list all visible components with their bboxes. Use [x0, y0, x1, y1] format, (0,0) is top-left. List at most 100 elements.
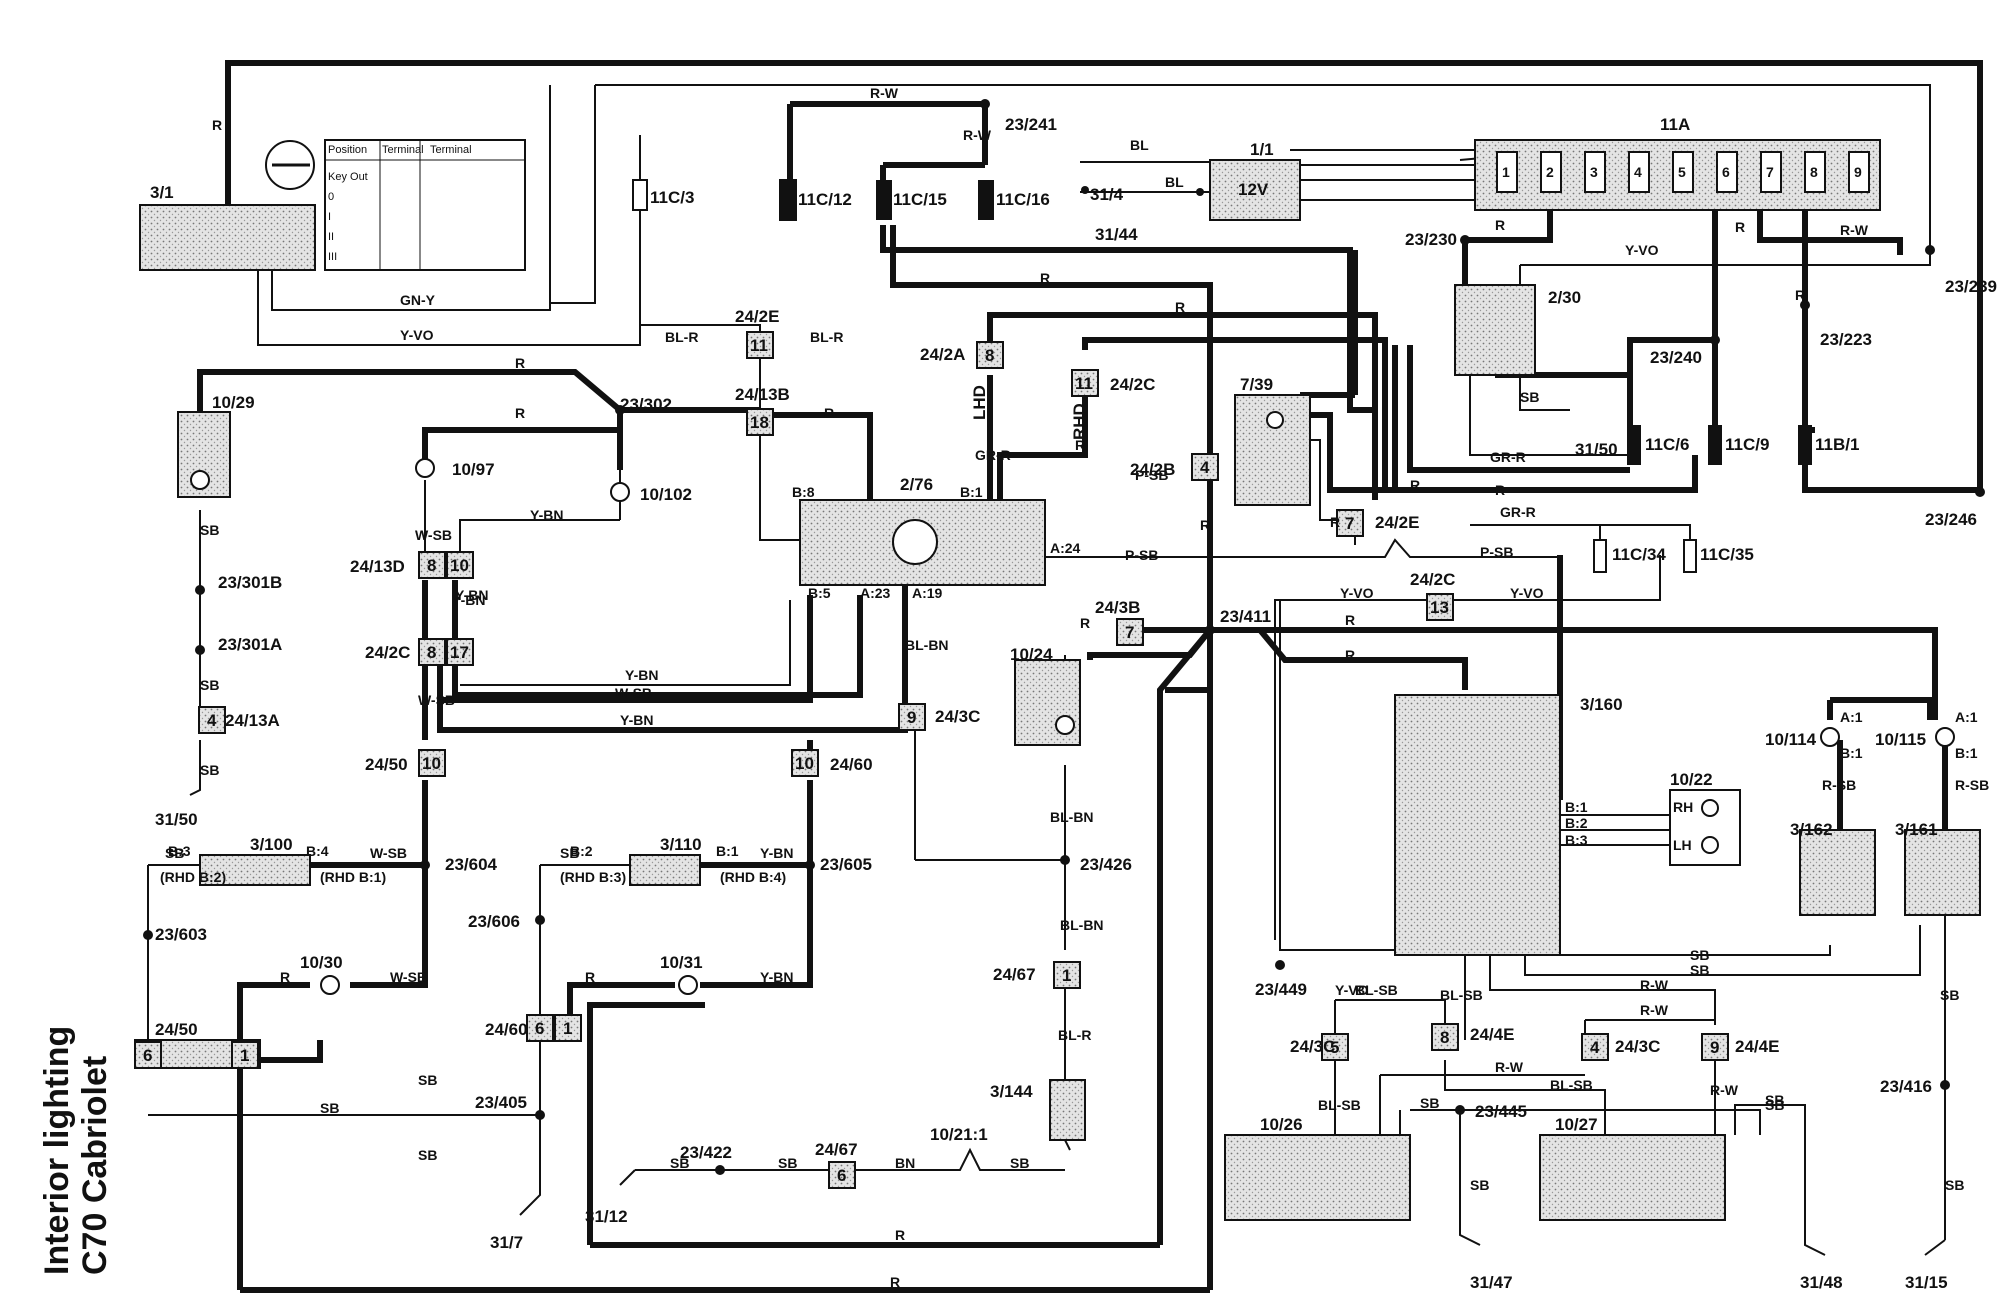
wire-color-label: R — [1495, 217, 1505, 233]
component-label: 23/604 — [445, 855, 498, 874]
wire-color-label: BN — [895, 1155, 915, 1171]
lamp-10-26 — [1224, 1134, 1411, 1221]
wire-color-label: R-W — [1495, 1059, 1524, 1075]
wire-color-label: Y-VO — [1625, 242, 1659, 258]
pin-label: B:1 — [1955, 745, 1978, 761]
pin-label: A:23 — [860, 585, 891, 601]
component-label: 23/449 — [1255, 980, 1307, 999]
wire-color-label: R — [1345, 612, 1355, 628]
component-label: 11C/12 — [798, 190, 852, 209]
component-label: 11C/35 — [1700, 545, 1754, 564]
wire-color-label: SB — [1420, 1095, 1439, 1111]
component-label: 24/67 — [993, 965, 1036, 984]
component-label: 24/2B — [1130, 460, 1175, 479]
component-label: 10/22 — [1670, 770, 1713, 789]
lamp-10-115-icon — [1935, 727, 1955, 747]
component-label: 24/13D — [350, 557, 405, 576]
connector-number: 10 — [795, 754, 814, 773]
wire-color-label: SB — [200, 522, 219, 538]
component-label: 23/606 — [468, 912, 520, 931]
component-label: 24/2E — [1375, 513, 1419, 532]
fuse-number-9: 9 — [1854, 164, 1862, 180]
component-label: 3/100 — [250, 835, 293, 854]
switch-3-160 — [1394, 694, 1561, 956]
connector-box — [526, 1014, 554, 1042]
wire-color-label: BL-R — [810, 329, 843, 345]
component-label: 24/2C — [365, 643, 410, 662]
fuse-11c-9 — [1708, 425, 1722, 465]
wire-color-label: R-SB — [1822, 777, 1856, 793]
connector-box — [898, 703, 926, 731]
ignition-switch — [139, 204, 316, 271]
fuse-11c-35 — [1683, 539, 1697, 573]
component-label: 3/160 — [1580, 695, 1623, 714]
component-label: 11C/3 — [650, 188, 694, 207]
component-label: 11C/6 — [1645, 435, 1689, 454]
wire-color-label: R — [1175, 299, 1185, 315]
wire-color-label: BL-SB — [1318, 1097, 1361, 1113]
component-label: 3/161 — [1895, 820, 1938, 839]
wire-color-label: GR-R — [1500, 504, 1536, 520]
component-label: 10/30 — [300, 953, 343, 972]
connector-number: 6 — [143, 1046, 152, 1065]
connector-box — [134, 1041, 162, 1069]
wire-color-label: GN-Y — [400, 292, 436, 308]
connector-number: 4 — [1200, 458, 1210, 477]
wire-color-label: R — [1040, 270, 1050, 286]
wire-color-label: W-SB — [615, 685, 652, 701]
component-label: 24/67 — [815, 1140, 858, 1159]
wire-color-label: SB — [320, 1100, 339, 1116]
wire-color-label: BL-BN — [1060, 917, 1104, 933]
component-label: 23/405 — [475, 1093, 527, 1112]
connector-box — [1701, 1033, 1729, 1061]
component-label: 24/50 — [365, 755, 408, 774]
ignition-table: Position Terminal Terminal Key Out 0 I I… — [324, 139, 526, 271]
wire-color-label: R — [280, 969, 290, 985]
component-label: 24/50 — [155, 1020, 198, 1039]
connector-box — [231, 1041, 259, 1069]
wire-color-label: GR-R — [1490, 449, 1526, 465]
component-label: 3/162 — [1790, 820, 1833, 839]
table-head-terminal-b: Terminal — [430, 144, 472, 156]
component-label: 12V — [1238, 180, 1269, 199]
component-label: 31/7 — [490, 1233, 523, 1252]
battery-12v — [1209, 159, 1301, 221]
lamp-10-24-icon — [1055, 715, 1075, 735]
connector-number: 8 — [985, 346, 994, 365]
wire-color-label: W-SB — [370, 845, 407, 861]
pin-label: B:3 — [1565, 832, 1588, 848]
lamp-10-22-lh-icon — [1701, 836, 1719, 854]
fuse-number-6: 6 — [1722, 164, 1730, 180]
component-label: 10/29 — [212, 393, 255, 412]
wire-color-label: SB — [165, 845, 184, 861]
component-label: 24/13B — [735, 385, 790, 404]
component-label: 23/603 — [155, 925, 207, 944]
connector-number: 7 — [1345, 514, 1354, 533]
component-label: 23/241 — [1005, 115, 1057, 134]
switch-3-100 — [199, 854, 311, 886]
component-label: 3/144 — [990, 1082, 1033, 1101]
wire-color-label: R — [515, 405, 525, 421]
connector-number: 10 — [422, 754, 441, 773]
component-label: 7/39 — [1240, 375, 1273, 394]
lamp-7-39-icon — [1266, 411, 1284, 429]
wire-color-label: R-W — [1640, 1002, 1669, 1018]
table-row-i: I — [328, 211, 331, 223]
component-label: 23/239 — [1945, 277, 1997, 296]
component-label: 3/1 — [150, 183, 174, 202]
connector-box — [554, 1014, 582, 1042]
wire-color-label: SB — [560, 845, 579, 861]
diagram-title: Interior lighting C70 Cabriolet — [38, 1026, 114, 1275]
connector-number: 8 — [1440, 1028, 1449, 1047]
switch-3-161 — [1904, 829, 1981, 916]
component-label: 23/302 — [620, 395, 672, 414]
wire-color-label: SB — [1945, 1177, 1964, 1193]
connector-number: 10 — [450, 556, 469, 575]
wire-color-label: Y-BN — [620, 712, 653, 728]
table-row-ii: II — [328, 231, 334, 243]
component-label: 23/240 — [1650, 348, 1702, 367]
pin-label: B:2 — [1565, 815, 1588, 831]
wire-color-label: SB — [1690, 947, 1709, 963]
